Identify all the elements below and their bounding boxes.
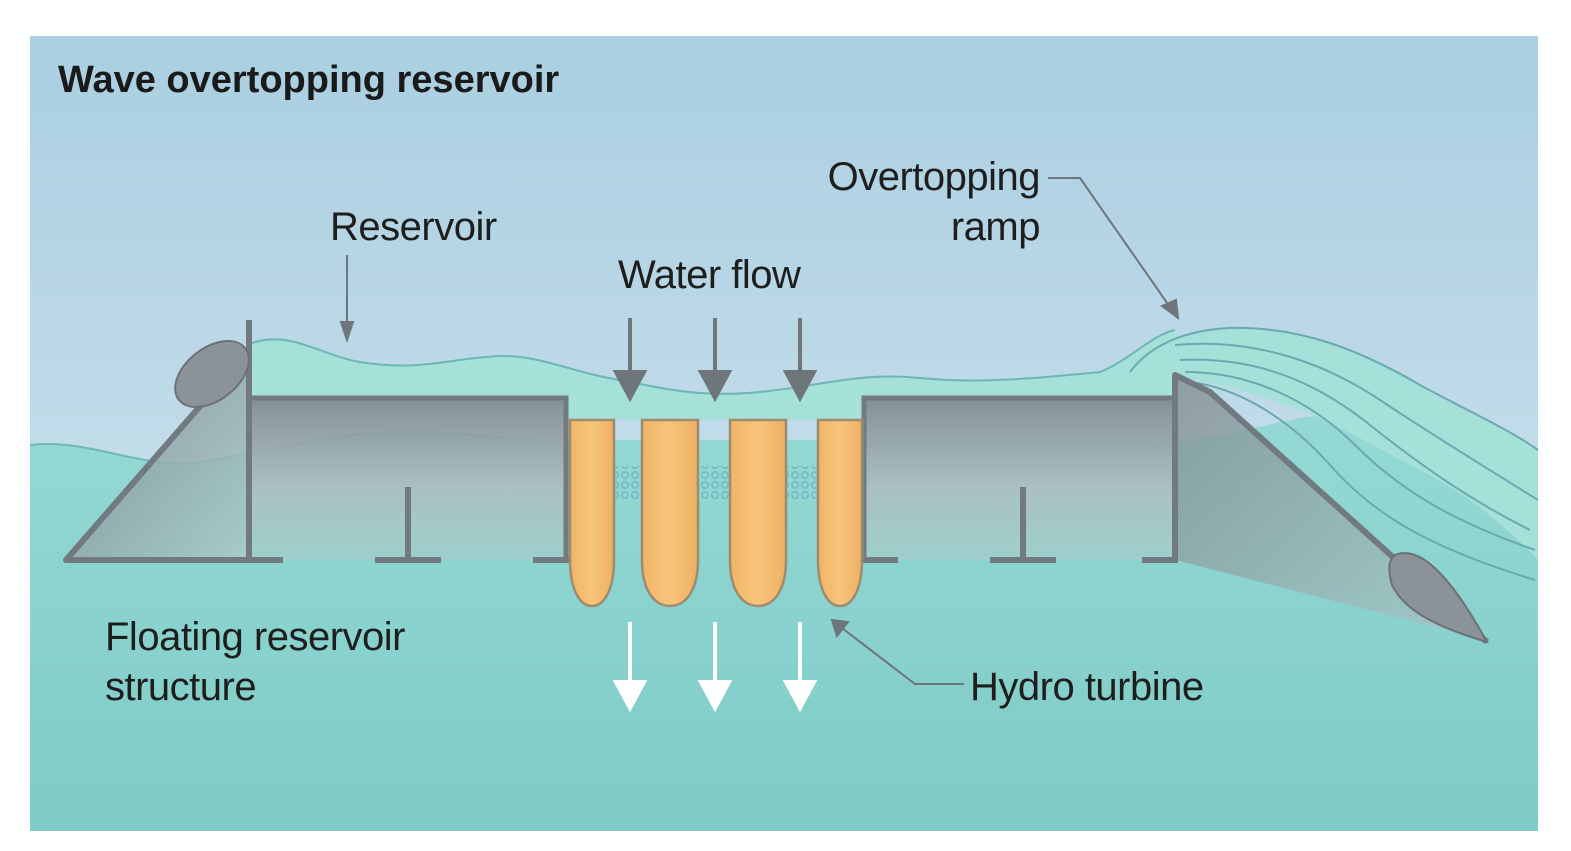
right-float-pontoon xyxy=(1388,552,1490,644)
outflow-arrows xyxy=(612,622,818,713)
left-reservoir-tank xyxy=(252,398,566,560)
turbine-1 xyxy=(568,418,616,608)
right-reservoir-tank xyxy=(864,398,1175,560)
diagram-title: Wave overtopping reservoir xyxy=(58,59,559,101)
ramp-leader xyxy=(1048,177,1173,311)
leader-lines xyxy=(339,177,1180,685)
turbine-leader xyxy=(841,627,964,685)
floating-structure-label-line1: Floating reservoir xyxy=(105,615,405,659)
wave-flow-lines xyxy=(1129,326,1539,581)
turbine-4 xyxy=(816,418,864,608)
overtopping-wave xyxy=(1130,327,1538,560)
turbine-2 xyxy=(640,418,700,608)
turbine-3 xyxy=(728,418,788,608)
hydro-turbine-label: Hydro turbine xyxy=(970,665,1204,709)
overtopping-ramp-label-line2: ramp xyxy=(951,205,1040,249)
water-flow-label: Water flow xyxy=(618,253,801,297)
water-flow-arrows xyxy=(612,318,818,403)
floating-structure-label-line2: structure xyxy=(105,665,256,709)
reservoir-label: Reservoir xyxy=(330,205,497,249)
hydro-turbines xyxy=(568,418,864,608)
left-float-pontoon xyxy=(174,340,250,408)
overtopping-ramp-label-line1: Overtopping xyxy=(828,155,1040,199)
platform-rails xyxy=(246,487,1178,563)
reservoir-surface-line xyxy=(251,329,1176,395)
